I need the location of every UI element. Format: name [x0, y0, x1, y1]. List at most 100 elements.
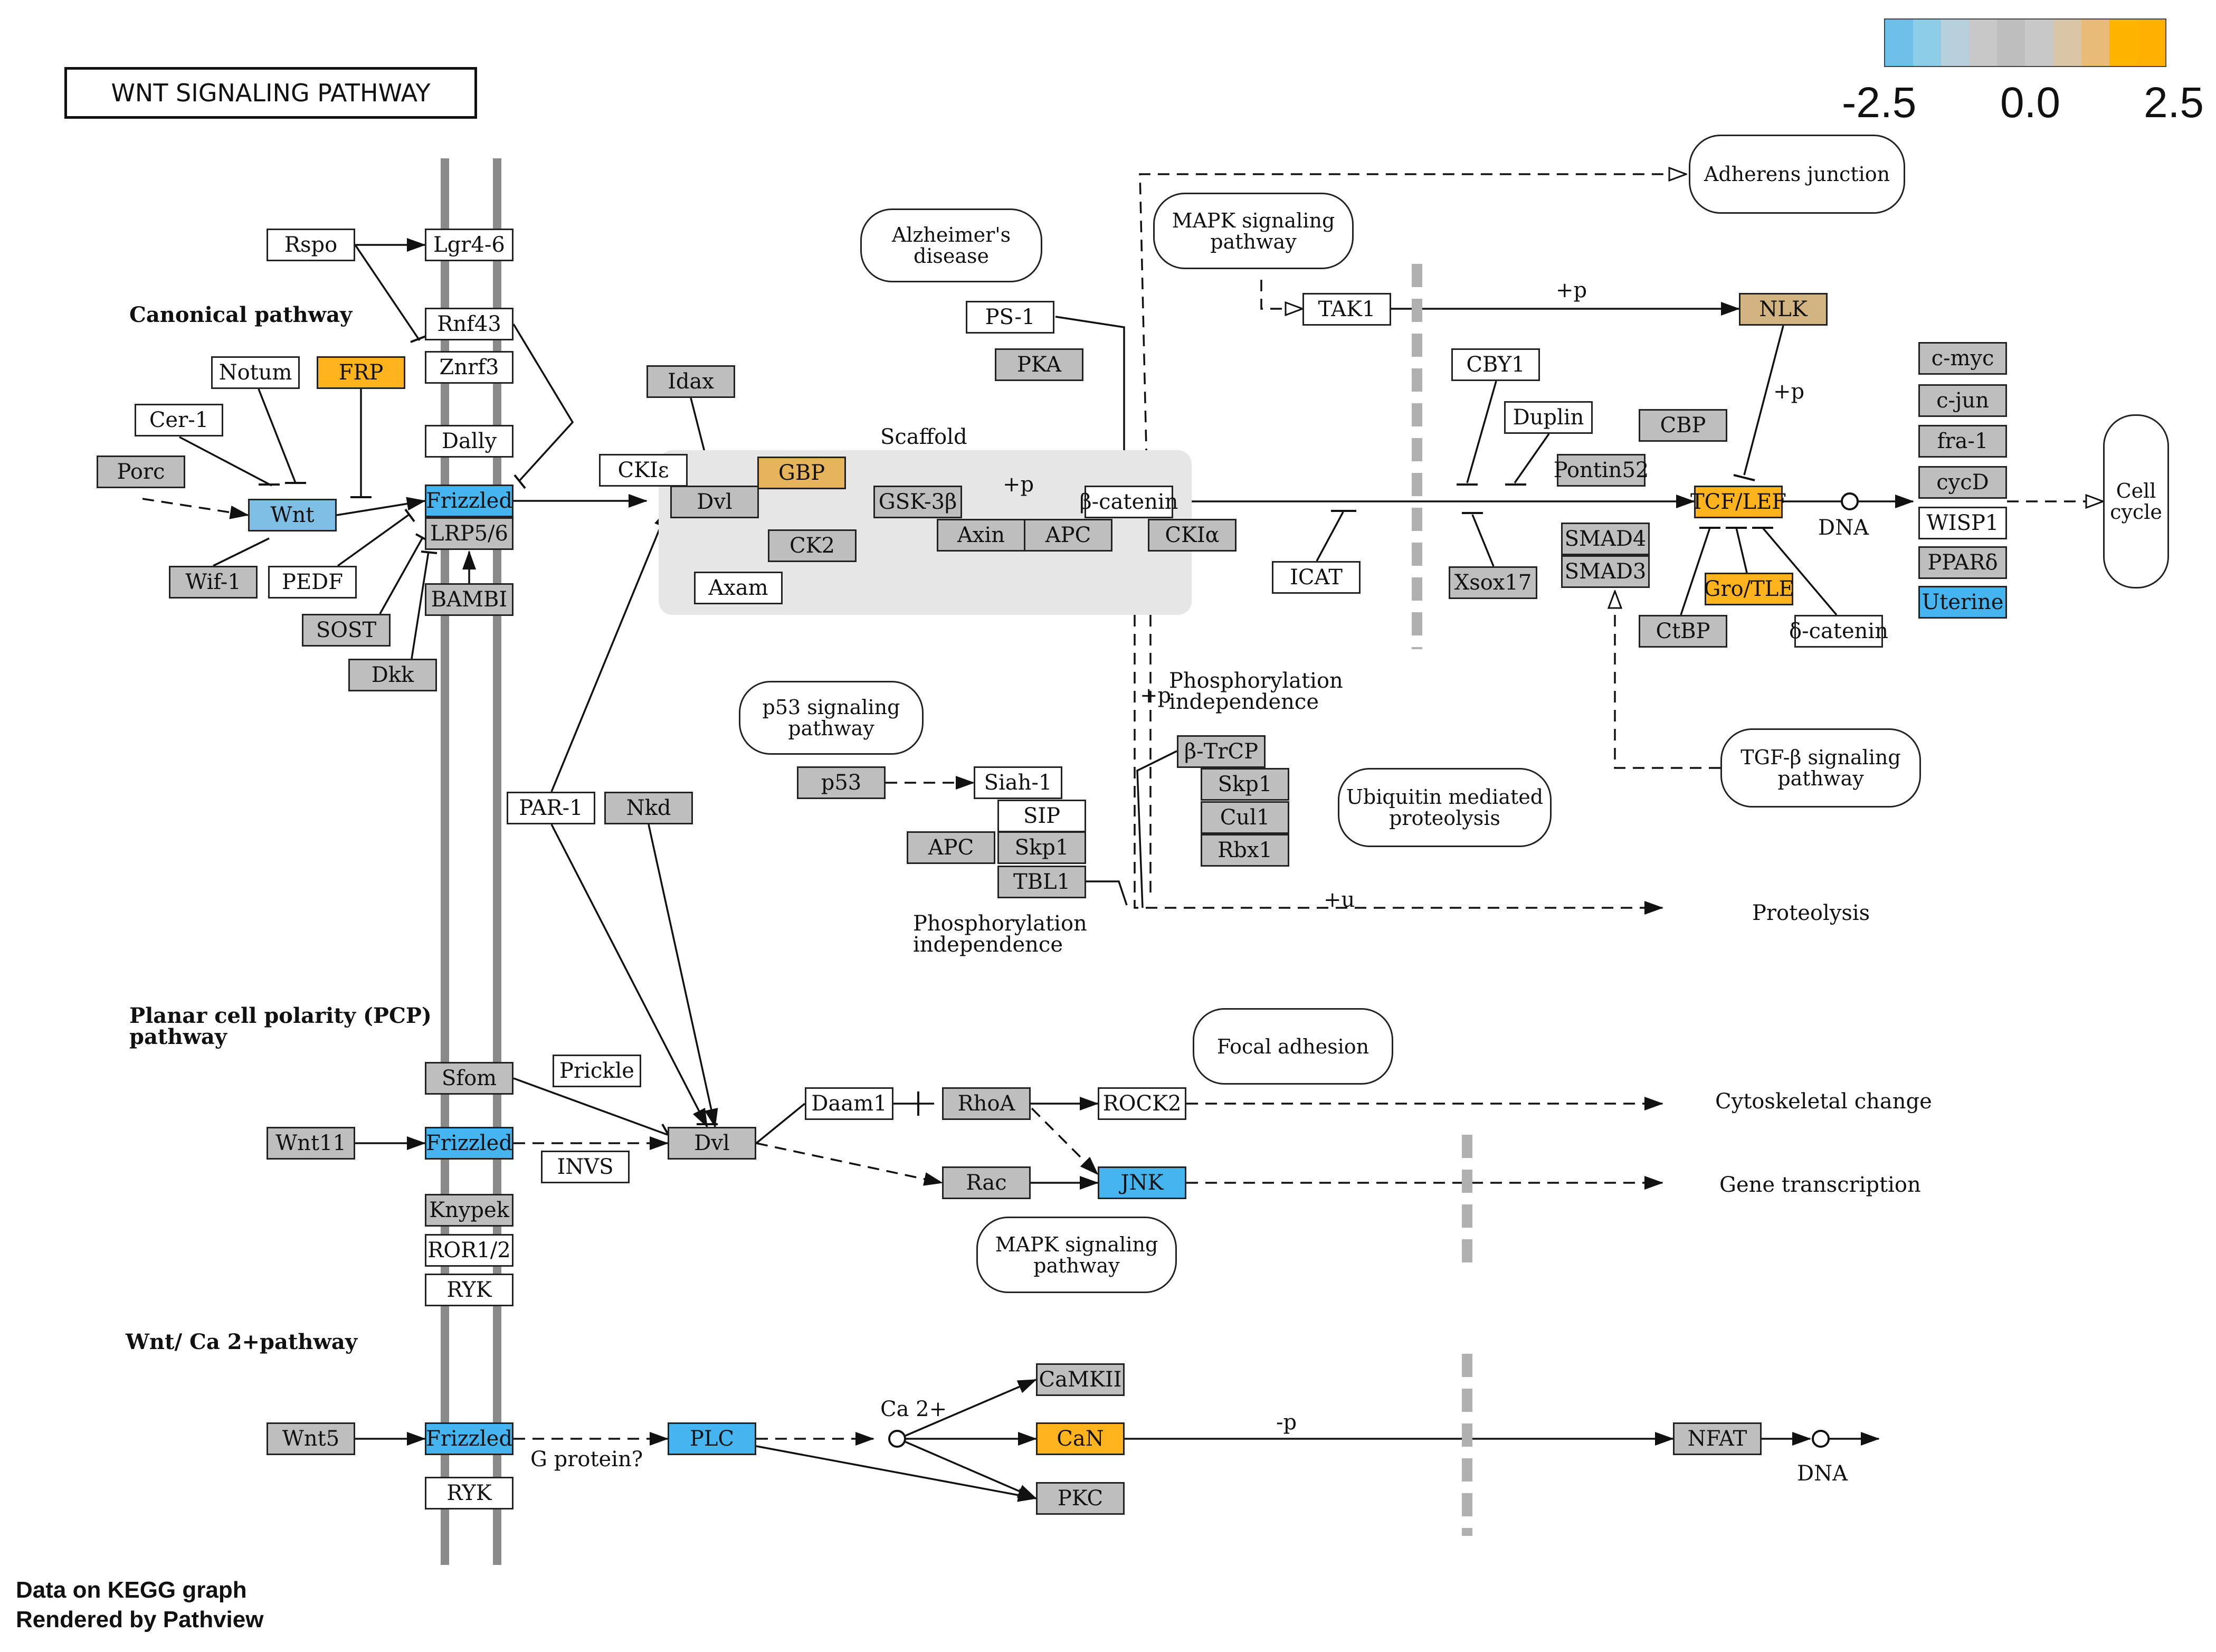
gene-node-rhoa[interactable]: RhoA: [942, 1087, 1031, 1120]
gene-node-pontin52[interactable]: Pontin52: [1554, 454, 1649, 487]
gene-node-notum[interactable]: Notum: [211, 356, 300, 389]
gene-node-wnt[interactable]: Wnt: [248, 499, 337, 531]
gene-node-ppard[interactable]: PPARδ: [1918, 546, 2007, 579]
pathway-link-focal[interactable]: Focal adhesion: [1193, 1008, 1393, 1085]
gene-node-porc[interactable]: Porc: [97, 455, 185, 488]
gene-node-dvl2[interactable]: Dvl: [668, 1127, 756, 1160]
gene-node-ryk2[interactable]: RYK: [425, 1477, 513, 1509]
gene-node-idax[interactable]: Idax: [646, 365, 735, 398]
pathway-link-cell_cycle[interactable]: Cell cycle: [2103, 414, 2169, 588]
gene-node-cbp[interactable]: CBP: [1639, 409, 1727, 442]
gene-node-sip[interactable]: SIP: [997, 800, 1086, 832]
gene-node-cer1[interactable]: Cer-1: [135, 404, 223, 436]
gene-node-lgr[interactable]: Lgr4-6: [425, 229, 513, 261]
label-plus-p-3: +p: [1773, 379, 1805, 404]
gene-node-ck2[interactable]: CK2: [768, 529, 857, 562]
gene-node-cby1[interactable]: CBY1: [1451, 348, 1540, 381]
gene-node-cjun[interactable]: c-jun: [1918, 384, 2007, 417]
gene-node-btrcp[interactable]: β-TrCP: [1177, 735, 1266, 768]
gene-node-dvl1[interactable]: Dvl: [670, 486, 759, 518]
pathway-link-alzheimers[interactable]: Alzheimer's disease: [860, 208, 1042, 282]
gene-node-rnf43[interactable]: Rnf43: [425, 308, 513, 340]
gene-node-dally[interactable]: Dally: [425, 425, 513, 458]
gene-node-icat[interactable]: ICAT: [1272, 561, 1361, 594]
gene-node-pkc[interactable]: PKC: [1036, 1482, 1125, 1515]
gene-node-tak1[interactable]: TAK1: [1302, 293, 1391, 326]
gene-node-duplin[interactable]: Duplin: [1504, 401, 1593, 434]
gene-node-can[interactable]: CaN: [1036, 1422, 1125, 1455]
gene-node-cmyc[interactable]: c-myc: [1918, 342, 2007, 375]
gene-node-pedf[interactable]: PEDF: [268, 566, 357, 599]
gene-node-ror12[interactable]: ROR1/2: [425, 1234, 513, 1267]
gene-node-sost[interactable]: SOST: [302, 614, 391, 647]
gene-node-ctbp[interactable]: CtBP: [1639, 615, 1727, 648]
gene-node-rac[interactable]: Rac: [942, 1166, 1031, 1199]
gene-node-frizzled2[interactable]: Frizzled: [425, 1127, 513, 1160]
gene-node-axin[interactable]: Axin: [937, 519, 1025, 552]
edge-cby1-bcatenin: [1466, 381, 1497, 483]
gene-node-par1[interactable]: PAR-1: [507, 792, 595, 824]
gene-node-frp[interactable]: FRP: [317, 356, 405, 389]
gene-node-p53[interactable]: p53: [797, 766, 886, 799]
gene-node-gsk3b[interactable]: GSK-3β: [873, 486, 962, 518]
gene-node-plc[interactable]: PLC: [668, 1422, 756, 1455]
gene-node-rbx1[interactable]: Rbx1: [1201, 834, 1289, 867]
gene-node-smad3[interactable]: SMAD3: [1561, 555, 1650, 588]
pathway-link-tgfb[interactable]: TGF-β signaling pathway: [1720, 728, 1921, 808]
gene-node-cycd[interactable]: cycD: [1918, 466, 2007, 499]
gene-node-grotle[interactable]: Gro/TLE: [1704, 573, 1794, 605]
gene-node-prickle[interactable]: Prickle: [553, 1055, 641, 1087]
gene-node-rspo[interactable]: Rspo: [267, 229, 355, 261]
pathway-link-mapk1[interactable]: MAPK signaling pathway: [1153, 193, 1354, 269]
gene-node-lrp[interactable]: LRP5/6: [425, 517, 513, 550]
gene-node-skp1a[interactable]: Skp1: [997, 831, 1086, 864]
gene-node-wif1[interactable]: Wif-1: [169, 566, 258, 599]
pathway-link-mapk2[interactable]: MAPK signaling pathway: [976, 1217, 1177, 1293]
gene-node-nkd[interactable]: Nkd: [604, 792, 693, 824]
gene-node-znrf3[interactable]: Znrf3: [425, 351, 513, 384]
gene-node-sfom[interactable]: Sfom: [425, 1062, 513, 1095]
gene-node-dkk[interactable]: Dkk: [348, 659, 437, 691]
gene-node-siah1[interactable]: Siah-1: [974, 766, 1062, 799]
legend-swatch: [1885, 20, 1914, 66]
gene-node-pka[interactable]: PKA: [995, 348, 1083, 381]
pathway-link-adherens[interactable]: Adherens junction: [1689, 135, 1905, 214]
gene-node-nlk[interactable]: NLK: [1739, 293, 1828, 326]
gene-node-knypek[interactable]: Knypek: [425, 1194, 513, 1227]
gene-node-gbp[interactable]: GBP: [757, 457, 846, 489]
gene-node-ckia[interactable]: CKIα: [1148, 519, 1237, 552]
gene-node-invs[interactable]: INVS: [541, 1151, 630, 1183]
gene-node-smad4[interactable]: SMAD4: [1561, 523, 1650, 555]
gene-node-xsox17[interactable]: Xsox17: [1449, 566, 1537, 599]
gene-node-axam[interactable]: Axam: [694, 572, 783, 604]
pathway-link-ubiquitin[interactable]: Ubiquitin mediated proteolysis: [1338, 768, 1552, 847]
edge-par1-dvl2: [550, 824, 708, 1128]
gene-node-cul1[interactable]: Cul1: [1201, 801, 1289, 834]
gene-node-apc2[interactable]: APC: [907, 831, 995, 864]
gene-node-skp1b[interactable]: Skp1: [1201, 768, 1289, 801]
gene-node-wisp1[interactable]: WISP1: [1918, 507, 2007, 539]
gene-node-wnt11[interactable]: Wnt11: [267, 1127, 355, 1160]
gene-node-nfat[interactable]: NFAT: [1673, 1422, 1762, 1455]
gene-node-tbl1[interactable]: TBL1: [997, 866, 1086, 898]
gene-node-frizzled1[interactable]: Frizzled: [425, 485, 513, 517]
gene-node-daam1[interactable]: Daam1: [805, 1087, 893, 1120]
gene-node-ps1[interactable]: PS-1: [966, 301, 1054, 334]
gene-node-bcatenin[interactable]: β-catenin: [1080, 486, 1178, 518]
legend-swatch: [1913, 20, 1942, 66]
gene-node-uterine[interactable]: Uterine: [1918, 586, 2007, 619]
gene-node-fra1[interactable]: fra-1: [1918, 425, 2007, 458]
gene-node-camkii[interactable]: CaMKII: [1036, 1363, 1125, 1396]
gene-node-jnk[interactable]: JNK: [1098, 1166, 1186, 1199]
gene-node-dcatenin[interactable]: δ-catenin: [1789, 615, 1888, 648]
gene-node-ckie[interactable]: CKIε: [599, 454, 688, 487]
gene-node-rock2[interactable]: ROCK2: [1098, 1087, 1186, 1120]
gene-node-wnt5[interactable]: Wnt5: [267, 1422, 355, 1455]
gene-node-bambi[interactable]: BAMBI: [425, 583, 513, 616]
gene-node-frizzled3[interactable]: Frizzled: [425, 1422, 513, 1455]
gene-node-apc1[interactable]: APC: [1024, 519, 1112, 552]
gene-node-tcflef[interactable]: TCF/LEF: [1690, 486, 1786, 518]
gene-node-ryk1[interactable]: RYK: [425, 1274, 513, 1306]
pathway-link-p53[interactable]: p53 signaling pathway: [739, 681, 924, 755]
